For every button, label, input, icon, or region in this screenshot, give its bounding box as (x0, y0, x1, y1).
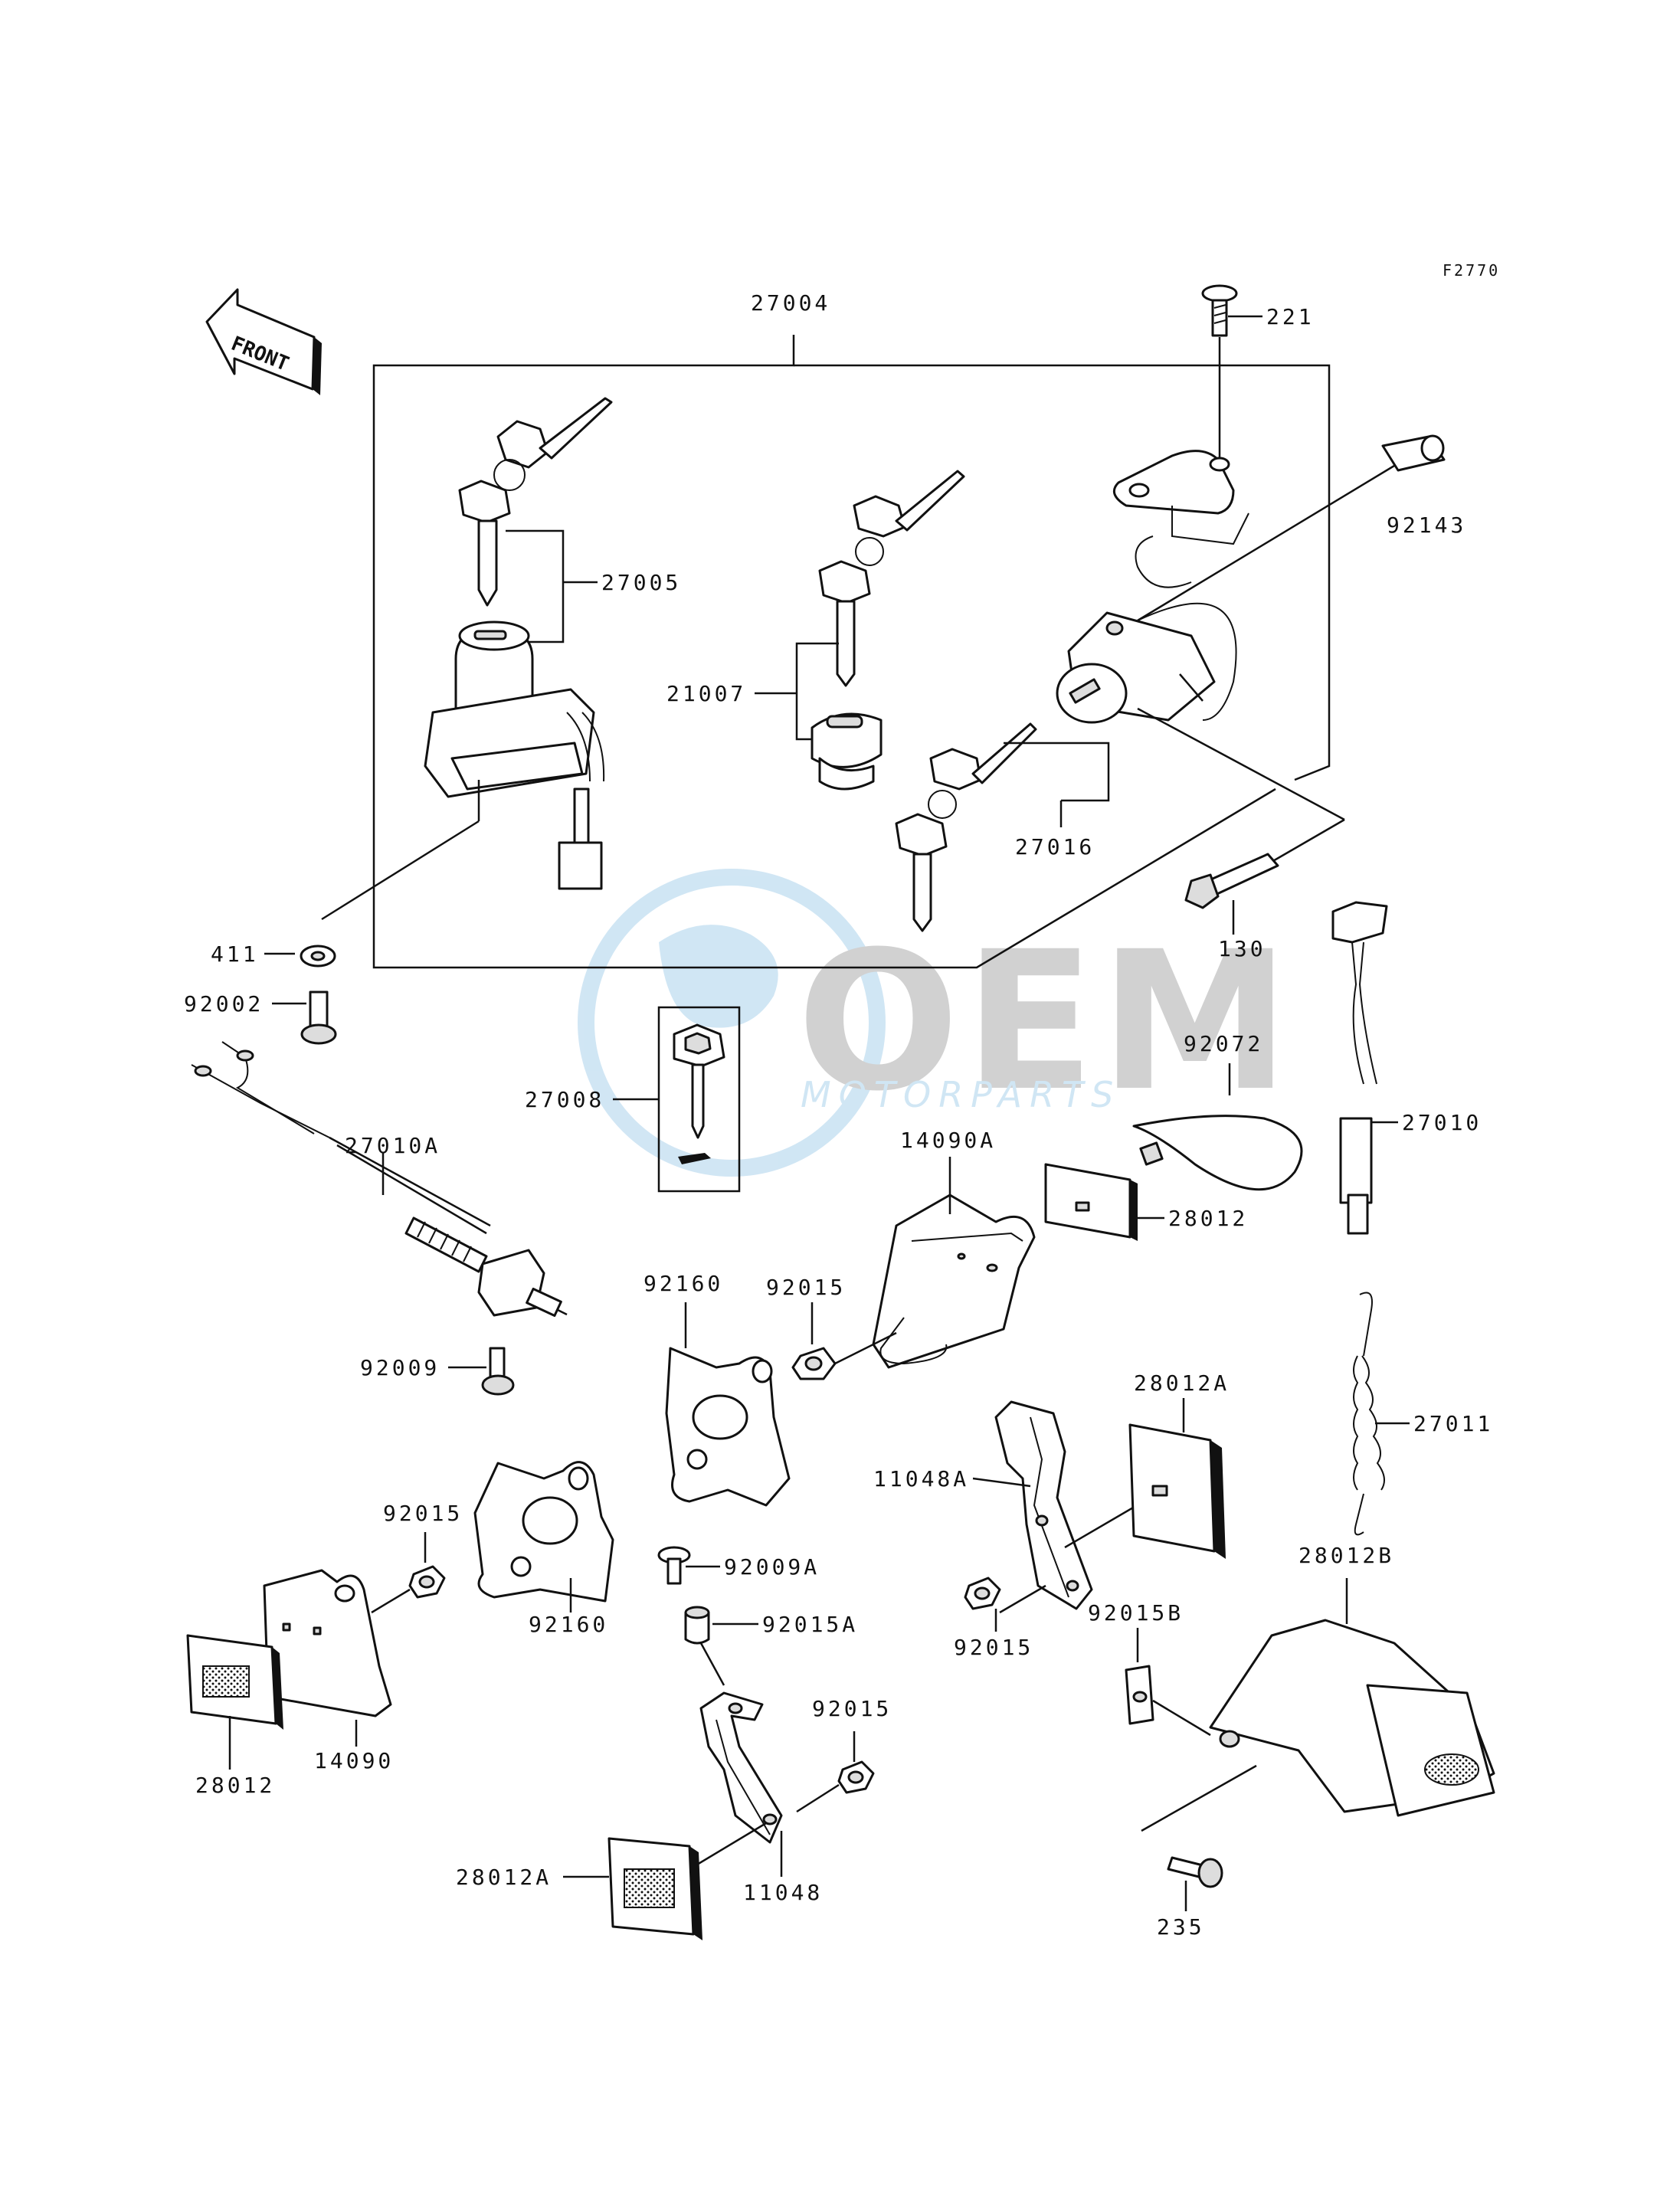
label-14090: 14090 (314, 1748, 394, 1773)
label-27004: 27004 (751, 290, 830, 316)
label-27016: 27016 (1015, 834, 1095, 859)
label-235: 235 (1157, 1914, 1205, 1940)
part-11048-bracket: 11048 (689, 1691, 823, 1905)
part-92015-nut-left: 92015 (371, 1501, 463, 1614)
part-92143-collar: 92143 (1137, 434, 1466, 622)
helmet-lock-27016: 27016 (895, 602, 1345, 932)
label-92009A: 92009A (724, 1554, 820, 1580)
label-92015-right: 92015 (812, 1696, 892, 1721)
lock-mount-bracket (1112, 450, 1249, 588)
part-28012A-reflector-bottom: 28012A (456, 1837, 702, 1940)
label-130: 130 (1218, 936, 1266, 961)
label-411: 411 (211, 941, 259, 967)
part-92015-nut-mid: 92015 (766, 1275, 897, 1380)
part-411-washer: 411 (211, 941, 336, 968)
part-14090-holder: 14090 (263, 1569, 394, 1773)
label-92015A: 92015A (762, 1612, 858, 1637)
part-27008-master-key: 27008 (525, 1006, 741, 1193)
part-11048A-bracket: 11048A (873, 1400, 1158, 1614)
part-28012-reflector-top: 28012 (1044, 1163, 1248, 1241)
label-27010: 27010 (1402, 1110, 1482, 1135)
label-28012B: 28012B (1298, 1543, 1394, 1568)
label-92143: 92143 (1387, 512, 1466, 538)
watermark-brand: OEM (797, 910, 1295, 1133)
part-92009A-screw: 92009A (657, 1546, 820, 1585)
part-28012-reflector-left: 28012 (186, 1634, 283, 1798)
part-92002-bolt: 92002 (184, 990, 337, 1045)
figure-code: F2770 (1443, 261, 1500, 280)
label-92015-mid: 92015 (766, 1275, 846, 1300)
label-11048A: 11048A (873, 1466, 969, 1491)
label-28012-top: 28012 (1168, 1206, 1248, 1231)
part-27010A-switch: 27010A (191, 1041, 568, 1318)
part-27011-spring: 27011 (1353, 1292, 1493, 1536)
part-92015-nut-right: 92015 (796, 1696, 892, 1813)
watermark: OEM MOTORPARTS (578, 869, 1295, 1177)
part-235-screw: 235 (1157, 1856, 1223, 1940)
part-92160-plate-bottom: 92160 (473, 1461, 614, 1637)
part-92015-nut-low: 92015 (954, 1577, 1033, 1660)
part-92160-plate-top: 92160 (644, 1271, 791, 1507)
part-92015A-collar: 92015A (684, 1606, 858, 1686)
part-14090A-holder: 14090A (872, 1128, 1036, 1369)
label-92015-left: 92015 (383, 1501, 463, 1526)
label-92072: 92072 (1184, 1031, 1263, 1056)
label-28012A-right: 28012A (1134, 1370, 1230, 1396)
part-27010-switch: 27010 (1331, 901, 1482, 1235)
label-27011: 27011 (1413, 1411, 1493, 1436)
label-92009: 92009 (360, 1355, 440, 1380)
label-92002: 92002 (184, 991, 264, 1017)
label-92160-top: 92160 (644, 1271, 723, 1296)
label-21007: 21007 (666, 681, 746, 706)
label-221: 221 (1266, 304, 1315, 329)
label-92015B: 92015B (1088, 1600, 1184, 1626)
label-92160-bottom: 92160 (529, 1612, 608, 1637)
label-27005: 27005 (601, 570, 681, 595)
ignition-switch (321, 620, 605, 921)
label-28012A-bottom: 28012A (456, 1865, 552, 1890)
part-92072-cable-tie: 92072 (1132, 1031, 1303, 1191)
part-92015B-clip: 92015B (1088, 1600, 1211, 1737)
label-27010A: 27010A (345, 1133, 440, 1158)
watermark-tagline: MOTORPARTS (801, 1074, 1121, 1115)
part-92009-bolt: 92009 (360, 1347, 515, 1396)
assembly-frame-27004: 27004 (372, 290, 1331, 969)
part-221-screw: 221 (1201, 284, 1315, 467)
part-28012A-reflector-right: 28012A (1128, 1370, 1230, 1559)
front-arrow-icon: FRONT (205, 288, 322, 395)
watermark-globe-icon (578, 869, 886, 1177)
label-11048: 11048 (743, 1880, 823, 1905)
label-27008: 27008 (525, 1087, 604, 1112)
part-130-bolt: 130 (1184, 853, 1279, 961)
label-14090A: 14090A (900, 1128, 996, 1153)
label-28012-left: 28012 (195, 1773, 275, 1798)
keys-27005: 27005 (458, 397, 681, 643)
label-92015-low: 92015 (954, 1635, 1033, 1660)
keys-21007: 21007 (666, 470, 965, 791)
part-28012B-light: 28012B (1141, 1543, 1495, 1832)
